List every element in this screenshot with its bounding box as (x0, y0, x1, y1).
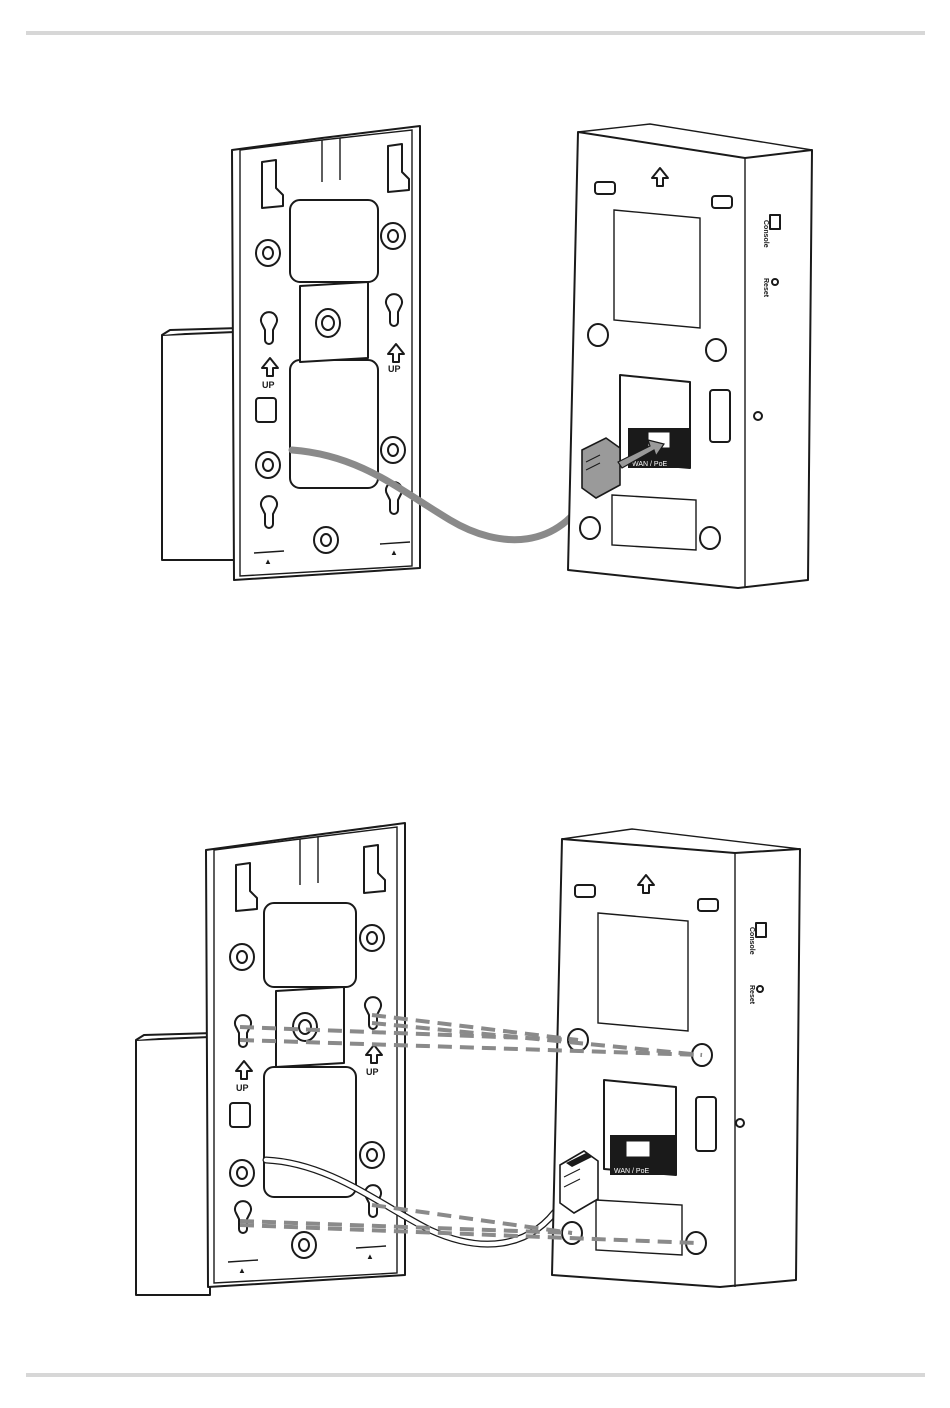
wall-box (162, 328, 240, 560)
up-label: UP (236, 1083, 249, 1093)
wan-poe-label: WAN / PoE (632, 461, 667, 468)
mounting-alignment-figure: UP UP ▲ ▲ WAN / PoE Console Reset (0, 805, 950, 1325)
up-label: UP (262, 380, 275, 390)
bottom-divider (26, 1373, 925, 1377)
console-label: Console (748, 927, 755, 955)
bottom-mark: ▲ (390, 548, 398, 557)
top-divider (26, 31, 925, 35)
wan-poe-label: WAN / PoE (614, 1168, 649, 1175)
up-label: UP (388, 364, 401, 374)
reset-label: Reset (762, 278, 769, 298)
up-label: UP (366, 1067, 379, 1077)
reset-label: Reset (748, 985, 755, 1005)
bottom-mark: ▲ (238, 1266, 246, 1275)
wall-box (136, 1033, 214, 1295)
console-label: Console (762, 220, 769, 248)
bottom-mark: ▲ (264, 557, 272, 566)
bottom-mark: ▲ (366, 1252, 374, 1261)
cable-connection-figure: UP UP ▲ ▲ WAN / PoE Console Reset (0, 110, 950, 600)
access-point-device (552, 829, 800, 1287)
access-point-device (568, 124, 812, 588)
